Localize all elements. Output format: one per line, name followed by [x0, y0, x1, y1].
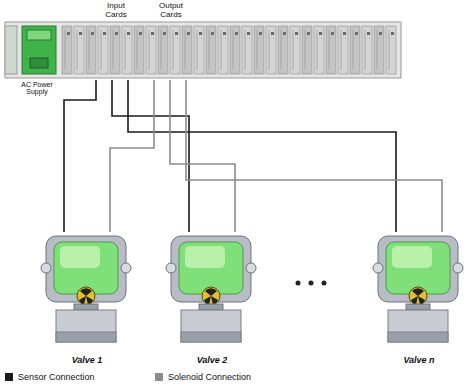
valve-unit: Valve n — [372, 232, 466, 368]
valve-illustration — [373, 236, 463, 342]
legend-item: Solenoid Connection — [155, 372, 251, 382]
sensor-wire — [128, 80, 396, 232]
ellipsis-dots — [296, 281, 327, 286]
rack-module: AC Power Supply — [12, 22, 62, 98]
module-label: AC Power Supply — [17, 81, 57, 96]
valve-illustration — [41, 236, 131, 342]
solenoid-wire — [110, 80, 154, 232]
sensor-wire — [112, 80, 189, 232]
solenoid-wire — [170, 80, 235, 232]
valve-unit: Valve 2 — [165, 232, 259, 368]
sensor-wire — [64, 80, 96, 232]
legend-swatch — [155, 373, 163, 381]
valve-label: Valve n — [374, 356, 464, 366]
rack-module: Input Cards — [88, 0, 144, 80]
valve-label: Valve 2 — [167, 356, 257, 366]
rack-module: Output Cards — [146, 0, 196, 80]
valve-label: Valve 1 — [42, 356, 132, 366]
plc-rack — [5, 22, 401, 78]
legend-item: Sensor Connection — [5, 372, 95, 382]
valve-illustration — [166, 236, 256, 342]
solenoid-wire — [186, 80, 442, 232]
module-label: Input Cards — [101, 2, 131, 20]
module-label: Output Cards — [154, 2, 188, 20]
legend-text: Sensor Connection — [18, 372, 95, 382]
legend-text: Solenoid Connection — [168, 372, 251, 382]
valve-unit: Valve 1 — [40, 232, 134, 368]
legend-swatch — [5, 373, 13, 381]
